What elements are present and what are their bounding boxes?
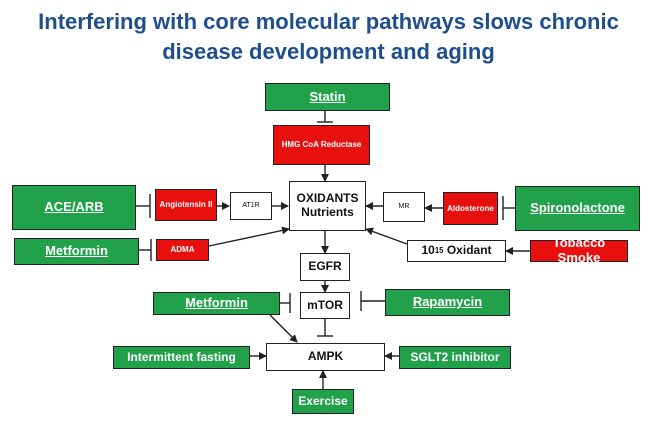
intermittent-fasting-box: Intermittent fasting — [113, 346, 250, 369]
metformin-to-ampk-arrow — [269, 314, 298, 343]
at1r-box: AT1R — [230, 192, 272, 220]
tobacco-smoke-box: Tobacco Smoke — [530, 235, 628, 265]
exercise-box: Exercise — [292, 389, 354, 414]
metformin-top-box: Metformin — [14, 238, 139, 265]
rapamycin-box: Rapamycin — [385, 289, 510, 316]
angiotensin-ii-box: Angiotensin II — [155, 189, 217, 221]
adma-to-oxidants-arrow — [208, 226, 290, 247]
oxidant-to-oxidants-arrow — [365, 227, 408, 245]
nutrients-label: Nutrients — [301, 205, 354, 219]
ace-arb-box: ACE/ARB — [12, 185, 136, 230]
aldosterone-box: Aldosterone — [443, 192, 498, 225]
hmg-coa-reductase-box: HMG CoA Reductase — [273, 125, 370, 165]
title-line-2: disease development and aging — [162, 39, 495, 64]
metformin-bottom-box: Metformin — [153, 292, 280, 315]
sglt2-inhibitor-box: SGLT2 inhibitor — [399, 346, 511, 369]
oxidant-prefix: 10 — [421, 243, 435, 258]
adma-box: ADMA — [156, 239, 209, 261]
oxidants-nutrients-box: OXIDANTS Nutrients — [289, 181, 366, 231]
oxidant-suffix: Oxidant — [443, 243, 492, 258]
egfr-box: EGFR — [300, 253, 350, 281]
oxidant-exponent: 15 — [434, 245, 444, 255]
spironolactone-box: Spironolactone — [515, 186, 640, 231]
statin-box: Statin — [265, 83, 390, 111]
ampk-box: AMPK — [266, 343, 385, 371]
title-line-1: Interfering with core molecular pathways… — [38, 9, 619, 34]
mtor-box: mTOR — [300, 292, 350, 319]
mr-box: MR — [383, 192, 425, 222]
oxidants-label: OXIDANTS — [296, 191, 359, 206]
